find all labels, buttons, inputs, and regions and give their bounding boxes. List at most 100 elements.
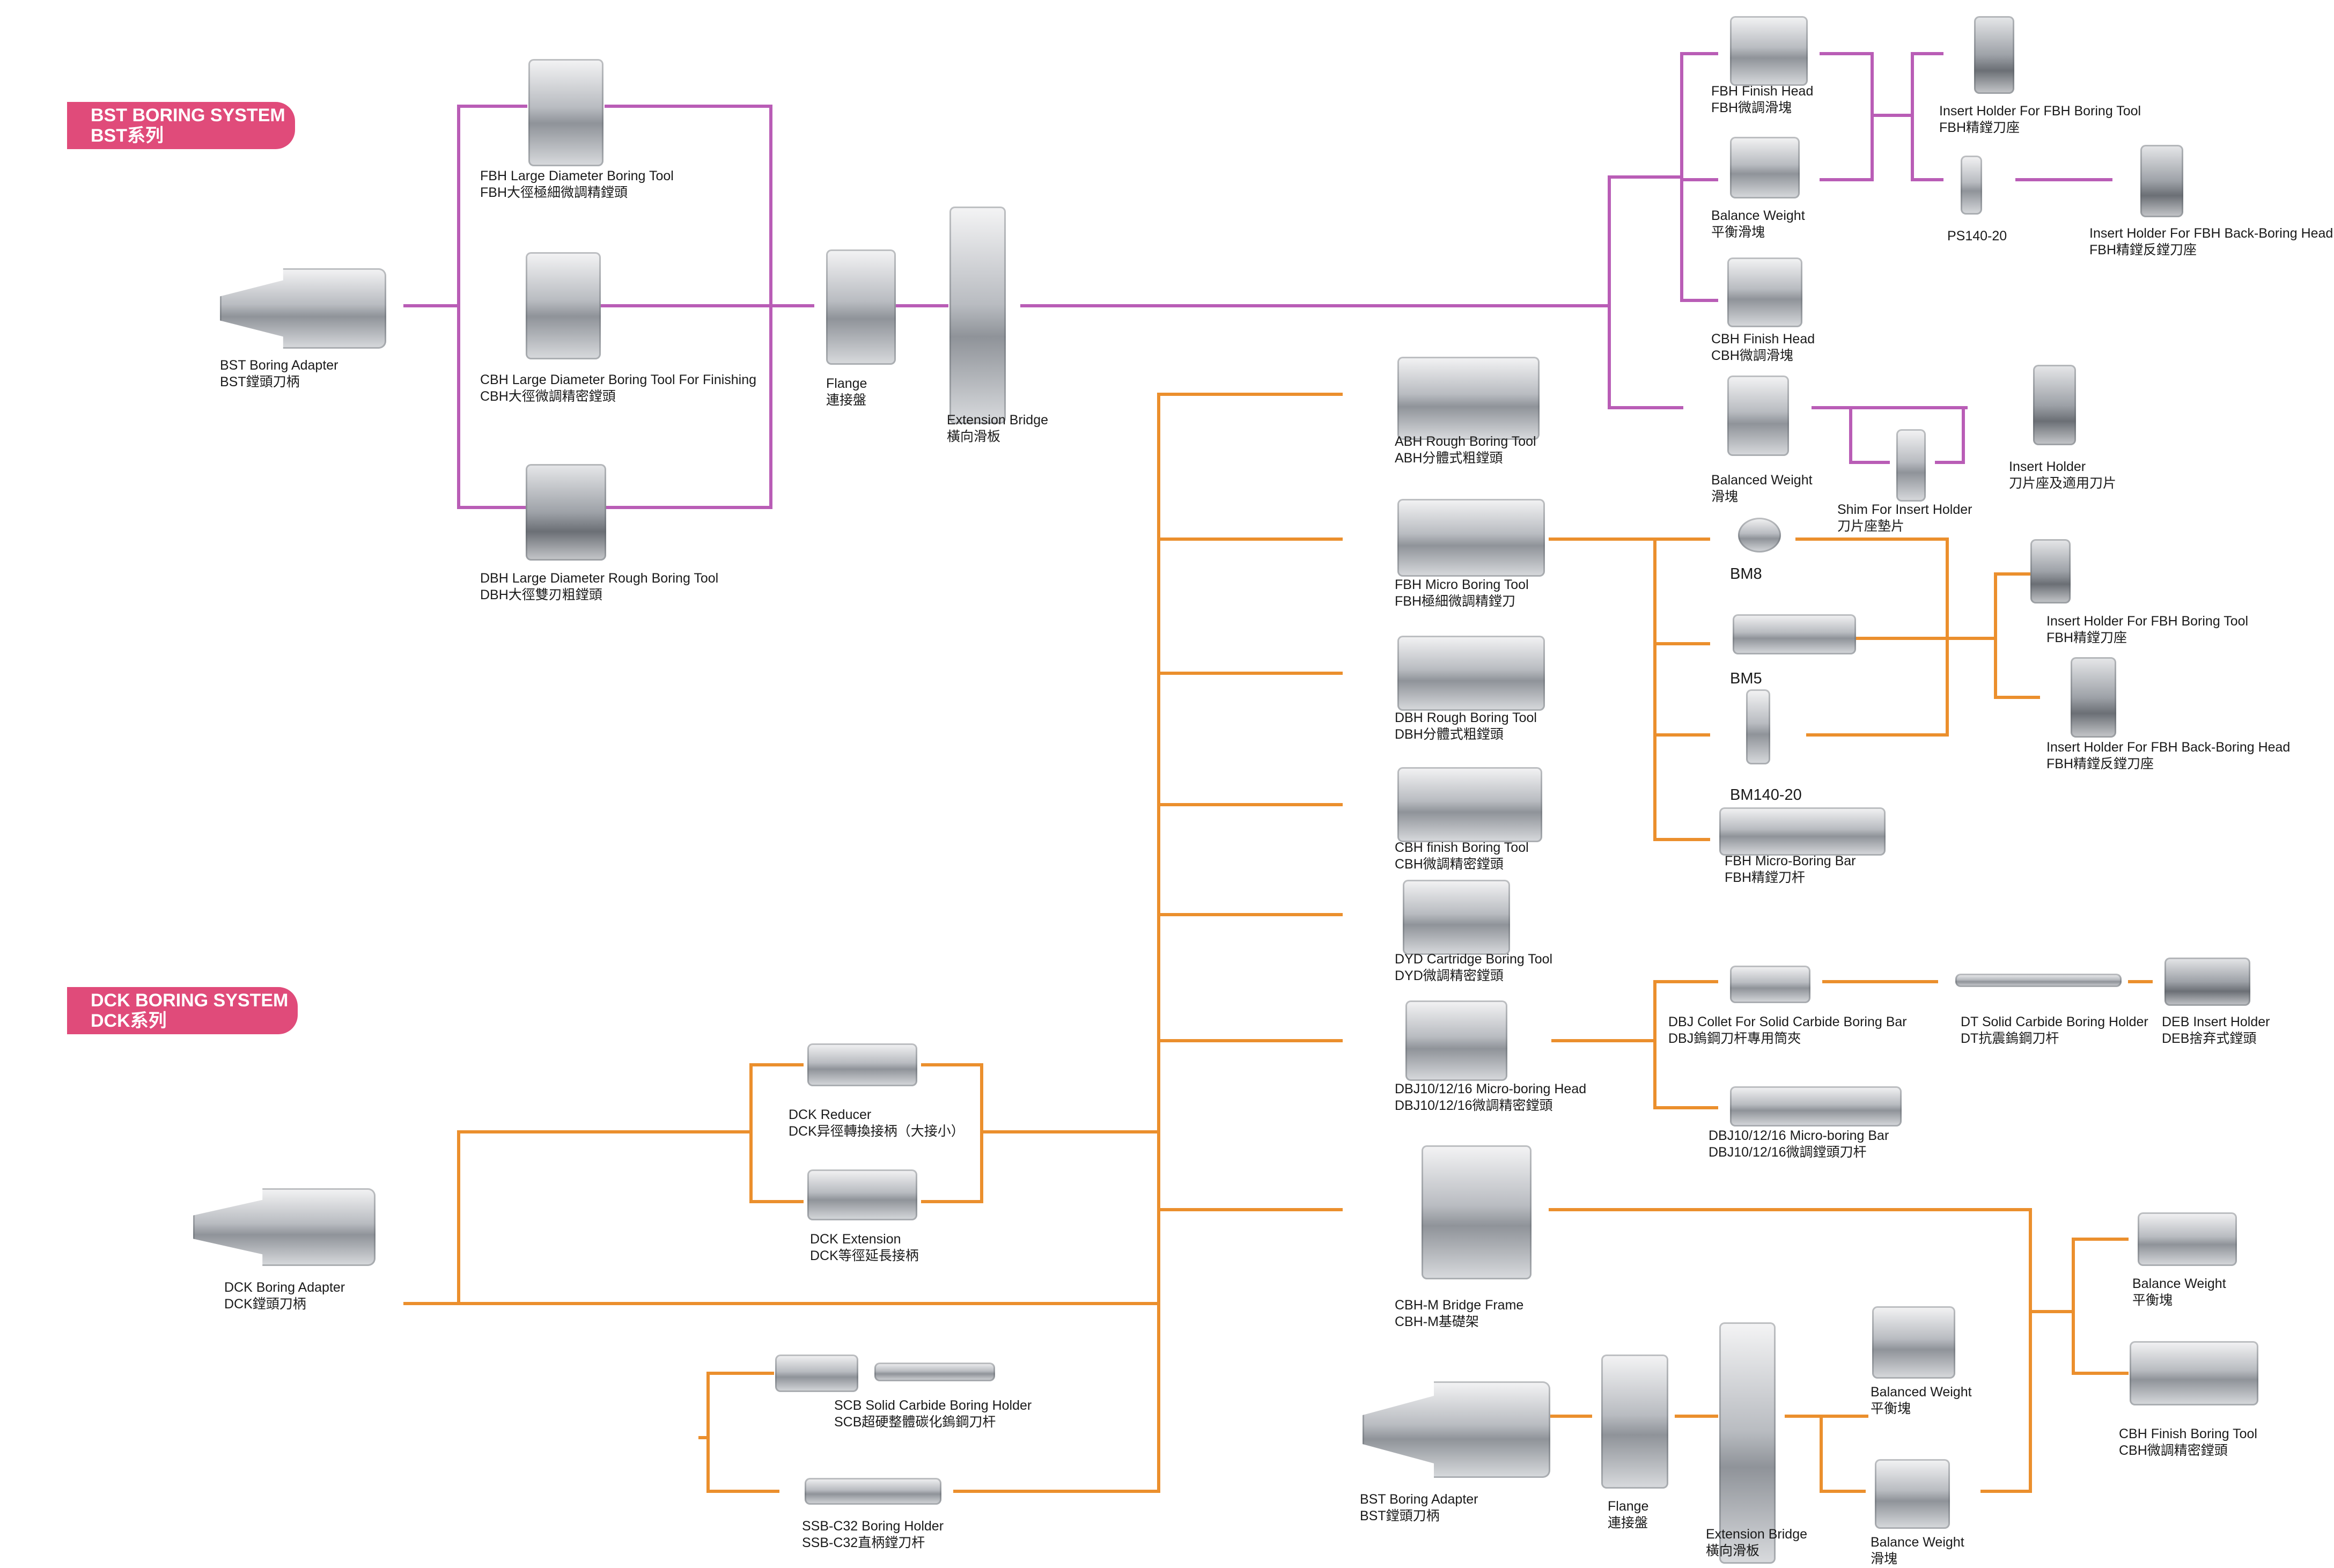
label-chinese: FBH精鏜刀杆 <box>1725 870 1806 885</box>
label-english: DEB Insert Holder <box>2162 1014 2270 1029</box>
fbh-micro-bar-image <box>1719 807 1886 856</box>
label-english: Balance Weight <box>1711 208 1805 223</box>
fbh-finish-head-image <box>1730 16 1808 86</box>
label-english: BST Boring Adapter <box>220 358 338 373</box>
balanced-weight-bottom-image <box>1872 1306 1955 1379</box>
label-english: Insert Holder <box>2009 459 2086 474</box>
label-chinese: FBH精鏜反鏜刀座 <box>2089 242 2197 257</box>
label-chinese: 平衡滑塊 <box>1711 225 1765 240</box>
label-chinese: BST鏜頭刀柄 <box>1360 1508 1440 1523</box>
abh-rough-image <box>1397 357 1540 440</box>
deb-image <box>2164 958 2250 1006</box>
balanced-weight-top-image <box>1727 376 1789 456</box>
dck-reducer-image <box>807 1043 917 1086</box>
label-english: DCK Extension <box>810 1232 901 1247</box>
label-ps140: PS140-20 <box>1947 228 2007 245</box>
label-english: Insert Holder For FBH Boring Tool <box>1939 104 2141 119</box>
label-chinese: 平衡塊 <box>2132 1293 2173 1308</box>
label-chinese: DBH分體式粗鏜頭 <box>1395 727 1504 742</box>
label-english: Insert Holder For FBH Back-Boring Head <box>2089 226 2333 241</box>
label-chinese: CBH微調精密鏜頭 <box>2119 1443 2228 1458</box>
label-chinese: BST鏜頭刀柄 <box>220 374 300 389</box>
extension-bridge-bottom-image <box>1719 1322 1776 1564</box>
label-english: DBJ10/12/16 Micro-boring Head <box>1395 1081 1587 1096</box>
label-english: Shim For Insert Holder <box>1837 502 1972 517</box>
dck-extension-image <box>807 1169 917 1220</box>
balance-weight-right-image <box>2138 1212 2237 1266</box>
label-chinese: DCK异徑轉換接柄（大接小） <box>789 1124 964 1139</box>
label-chinese: DT抗震鎢鋼刀杆 <box>1961 1031 2059 1046</box>
label-bm140: BM140-20 <box>1730 786 1802 804</box>
label-english: DYD Cartridge Boring Tool <box>1395 952 1553 967</box>
label-english: BM5 <box>1730 670 1762 687</box>
label-chinese: DYD微調精密鏜頭 <box>1395 968 1504 983</box>
insert-holder-fbh-top-image <box>1974 16 2014 94</box>
label-english: DT Solid Carbide Boring Holder <box>1961 1014 2148 1029</box>
label-english: DBJ10/12/16 Micro-boring Bar <box>1709 1128 1889 1143</box>
fbh-large-image <box>528 59 603 166</box>
label-english: ABH Rough Boring Tool <box>1395 434 1536 449</box>
label-chinese: 連接盤 <box>1608 1515 1648 1530</box>
header-line2: BST系列 <box>91 126 164 146</box>
header-line1: DCK BORING SYSTEM <box>91 990 289 1011</box>
flange-top-image <box>826 249 896 365</box>
label-english: DBH Large Diameter Rough Boring Tool <box>480 571 719 586</box>
balance-weight-top-image <box>1730 137 1800 198</box>
label-english: Balance Weight <box>1871 1535 1964 1550</box>
label-english: PS140-20 <box>1947 229 2007 244</box>
scb-collet-image <box>775 1354 858 1392</box>
dbj-head-image <box>1405 1000 1507 1081</box>
label-english: SCB Solid Carbide Boring Holder <box>834 1398 1032 1413</box>
dbh-rough-image <box>1397 636 1545 711</box>
label-chinese: SCB超硬整體碳化鎢鋼刀杆 <box>834 1415 996 1430</box>
extension-bridge-top-image <box>949 207 1006 424</box>
insert-holder-back-mid-image <box>2071 657 2116 738</box>
ps140-image <box>1961 156 1982 215</box>
bm140-image <box>1746 689 1770 764</box>
label-chinese: DEB捨弃式鏜頭 <box>2162 1031 2257 1046</box>
dyd-image <box>1403 880 1510 955</box>
cbh-finish-head-image <box>1727 257 1802 327</box>
label-cbh-large: CBH Large Diameter Boring Tool For Finis… <box>480 372 756 405</box>
label-english: FBH Finish Head <box>1711 84 1814 99</box>
label-chinese: 橫向滑板 <box>947 429 1001 444</box>
label-chinese: DBH大徑雙刃粗鏜頭 <box>480 587 602 602</box>
label-chinese: DBJ10/12/16微調精密鏜頭 <box>1395 1098 1553 1113</box>
label-english: Insert Holder For FBH Boring Tool <box>2046 614 2249 629</box>
bm8-image <box>1738 518 1781 553</box>
cbh-finish-right-image <box>2130 1341 2258 1405</box>
label-english: FBH Large Diameter Boring Tool <box>480 168 674 183</box>
label-chinese: FBH精鏜反鏜刀座 <box>2046 756 2154 771</box>
bm5-image <box>1733 614 1856 654</box>
ssb-image <box>805 1478 941 1505</box>
label-english: Flange <box>1608 1499 1649 1514</box>
label-chinese: DBJ10/12/16微調鏜頭刀杆 <box>1709 1145 1867 1160</box>
label-bm8: BM8 <box>1730 565 1762 583</box>
label-chinese: 滑塊 <box>1871 1551 1898 1566</box>
label-bm5: BM5 <box>1730 669 1762 688</box>
label-chinese: FBH極細微調精鏜刀 <box>1395 594 1516 609</box>
